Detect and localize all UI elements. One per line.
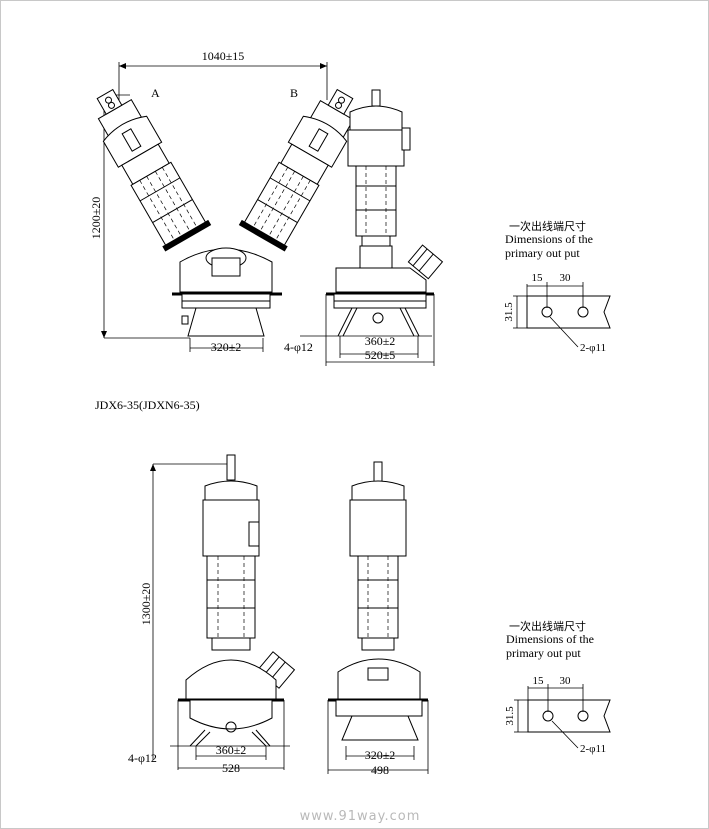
bottom-leg-spacing: 360±2	[216, 743, 247, 757]
top-width-dimension: 1040±15	[202, 49, 245, 63]
bottom-overall-front: 528	[222, 761, 240, 775]
bottom-overall-side: 498	[371, 763, 389, 777]
bottom-outlet-dim-15: 15	[533, 675, 545, 687]
bottom-front-view	[150, 454, 296, 770]
bottom-outlet-title-en2: primary out put	[506, 646, 581, 660]
top-side-view	[300, 89, 444, 366]
top-leg-spacing: 360±2	[365, 334, 396, 348]
watermark: www.91way.com	[300, 809, 421, 824]
model-title: JDX6-35(JDXN6-35)	[95, 398, 200, 412]
top-outlet-title-cn: 一次出线端尺寸	[509, 219, 586, 233]
top-base-dimension: 320±2	[211, 340, 242, 354]
bottom-base-dimension: 320±2	[365, 748, 396, 762]
bottom-outlet-title-en1: Dimensions of the	[506, 632, 594, 646]
bottom-outlet-dim-30: 30	[560, 675, 572, 687]
bottom-side-view	[327, 461, 429, 774]
top-outlet-dim-30: 30	[560, 272, 572, 284]
top-overall-base: 520±5	[365, 348, 396, 362]
phase-a-label: A	[151, 86, 160, 100]
top-outlet-title-en1: Dimensions of the	[505, 232, 593, 246]
top-front-view	[96, 62, 355, 352]
phase-b-label: B	[290, 86, 298, 100]
top-outlet-dim-15: 15	[532, 272, 544, 284]
bottom-outlet-dim-315: 31.5	[504, 706, 516, 726]
top-outlet-title-en2: primary out put	[505, 246, 580, 260]
bottom-outlet-terminal	[514, 684, 611, 749]
top-outlet-holes: 2-φ11	[580, 342, 606, 354]
top-holes-label: 4-φ12	[284, 340, 313, 354]
top-outlet-terminal	[513, 282, 611, 348]
bottom-outlet-holes: 2-φ11	[580, 743, 606, 755]
bottom-outlet-title-cn: 一次出线端尺寸	[509, 619, 586, 633]
bottom-height-dimension: 1300±20	[139, 583, 153, 626]
bottom-holes-label: 4-φ12	[128, 751, 157, 765]
top-outlet-dim-315: 31.5	[503, 302, 515, 322]
top-height-dimension: 1200±20	[89, 197, 103, 240]
